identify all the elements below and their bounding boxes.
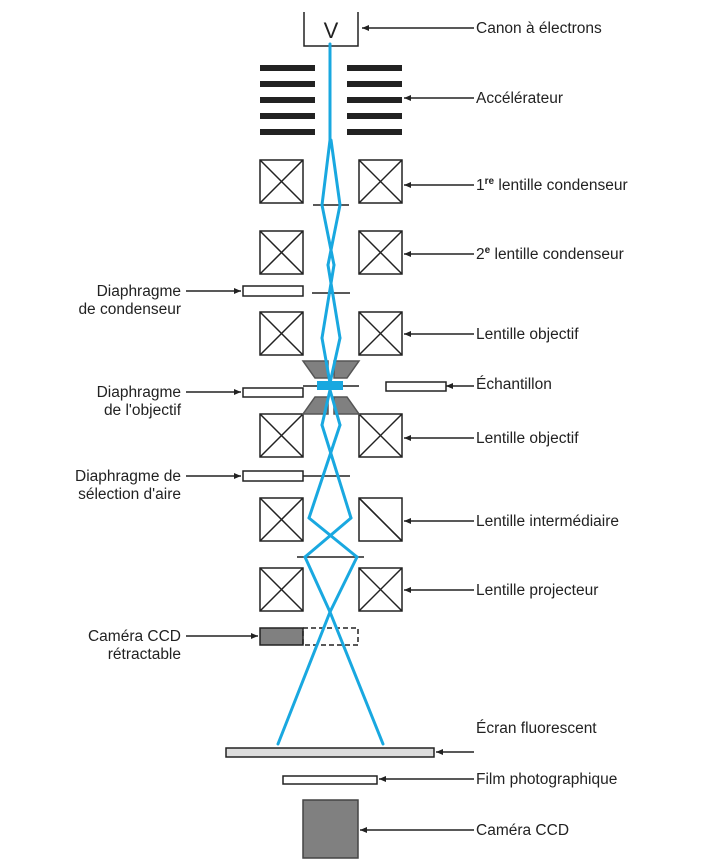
ccd-camera	[302, 799, 359, 859]
objective-lens-upper	[259, 311, 403, 356]
condenser-lens-1	[259, 159, 403, 204]
condenser1-sup: re	[484, 175, 495, 187]
arrowheads-left	[234, 288, 258, 639]
label-condenser-aperture-line1: Diaphragme	[96, 283, 181, 300]
label-area-aperture-line2: sélection d'aire	[78, 486, 181, 503]
label-accelerator: Accélérateur	[476, 90, 564, 107]
intermediate-lens	[259, 497, 403, 542]
condenser2-rest: lentille condenseur	[490, 246, 624, 263]
label-objective-upper: Lentille objectif	[476, 326, 579, 343]
specimen-holder	[385, 381, 447, 392]
objective-lens-lower	[259, 413, 403, 458]
specimen	[317, 381, 343, 390]
fluorescent-screen	[225, 747, 435, 758]
label-ccd-camera: Caméra CCD	[476, 822, 570, 839]
electron-gun: V	[303, 12, 359, 47]
label-retractable-ccd-line1: Caméra CCD	[87, 628, 181, 645]
electron-beam	[276, 42, 385, 746]
gun-symbol-icon: V	[324, 18, 339, 43]
label-intermediate-lens: Lentille intermédiaire	[476, 513, 620, 530]
leader-lines-left	[186, 290, 258, 637]
label-condenser-lens-1: 1re lentille condenseur	[476, 176, 628, 195]
label-electron-gun: Canon à électrons	[476, 20, 602, 37]
condenser1-number: 1	[476, 177, 485, 194]
condenser-aperture	[242, 285, 304, 297]
objective-aperture	[242, 387, 304, 398]
label-retractable-ccd-line2: rétractable	[107, 646, 181, 663]
leader-lines-right	[360, 27, 474, 831]
projector-lens	[259, 567, 403, 612]
retractable-ccd	[259, 627, 304, 646]
condenser1-rest: lentille condenseur	[494, 177, 628, 194]
accelerator-plates	[260, 65, 402, 135]
label-area-aperture-line1: Diaphragme de	[75, 468, 181, 485]
label-objective-aperture-line1: Diaphragme	[96, 384, 181, 401]
condenser2-number: 2	[476, 246, 485, 263]
retractable-ccd-outline	[302, 627, 359, 646]
photo-film	[282, 775, 378, 785]
arrowheads-right	[360, 25, 453, 833]
label-objective-aperture-line2: de l'objectif	[103, 402, 181, 419]
label-specimen: Échantillon	[476, 376, 552, 393]
label-photo-film: Film photographique	[476, 771, 618, 788]
label-condenser-aperture-line2: de condenseur	[78, 301, 181, 318]
area-aperture	[242, 470, 304, 482]
label-condenser-lens-2: 2e lentille condenseur	[476, 245, 624, 264]
label-projector-lens: Lentille projecteur	[476, 582, 599, 599]
label-fluorescent-screen: Écran fluorescent	[476, 720, 597, 737]
pole-pieces	[301, 360, 361, 415]
condenser-lens-2	[259, 230, 403, 275]
label-objective-lower: Lentille objectif	[476, 430, 579, 447]
condenser2-sup: e	[484, 244, 491, 256]
